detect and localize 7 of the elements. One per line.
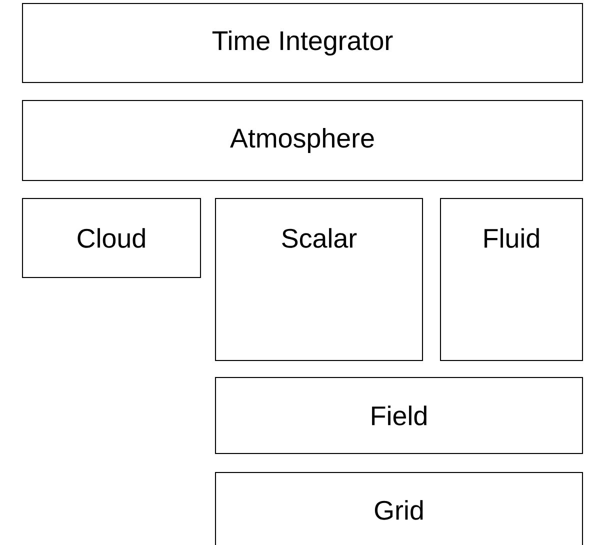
box: Cloud bbox=[22, 198, 201, 278]
box: Field bbox=[215, 377, 583, 454]
box: Grid bbox=[215, 472, 583, 545]
box: Fluid bbox=[440, 198, 583, 361]
box: Scalar bbox=[215, 198, 423, 361]
box: Atmosphere bbox=[22, 100, 583, 181]
box: Time Integrator bbox=[22, 3, 583, 83]
